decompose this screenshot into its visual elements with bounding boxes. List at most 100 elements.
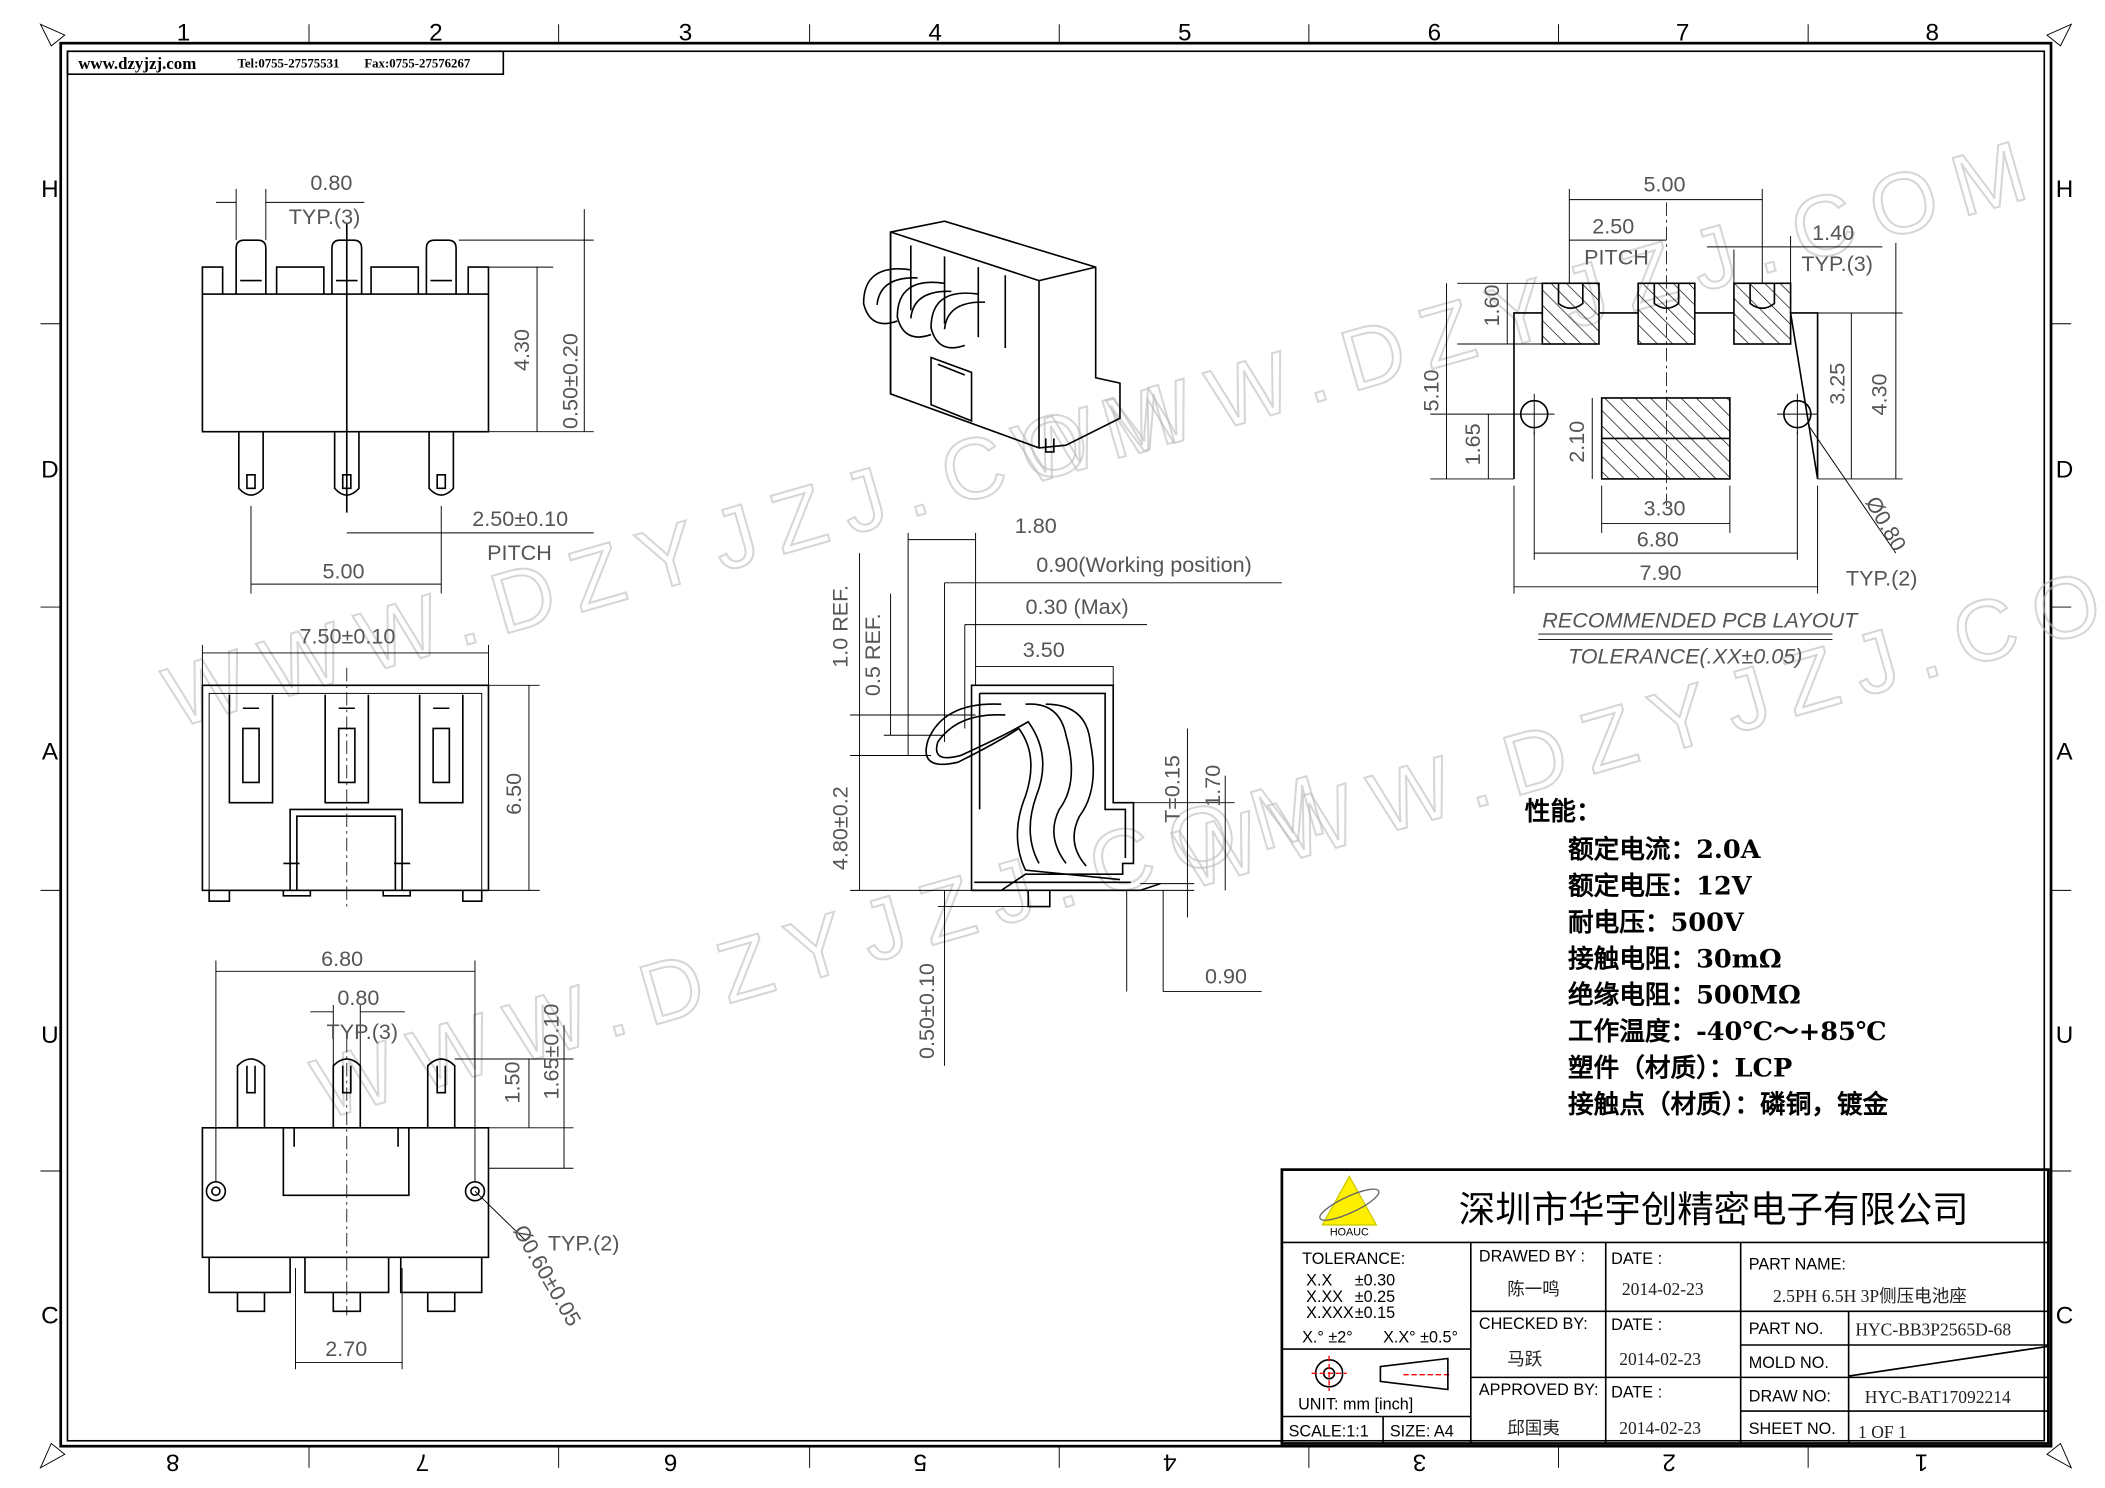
zone-col: 2 xyxy=(429,19,443,46)
drawed-by-label: DRAWED BY : xyxy=(1479,1247,1585,1265)
zone-row: H xyxy=(41,176,59,203)
spec-item: 塑件（材质）：LCP xyxy=(1568,1054,1792,1084)
zone-col-bottom: 8 xyxy=(166,1448,180,1475)
draw-no-label: DRAW NO: xyxy=(1749,1388,1831,1406)
tolerance-label: TOLERANCE: xyxy=(1302,1250,1405,1268)
dim-label: 2.70 xyxy=(325,1336,367,1361)
dim-label: 0.90 xyxy=(1205,963,1247,988)
bottom-view: 6.80 0.80 TYP.(3) 1.50 1.65±0.10 TYP.(2)… xyxy=(201,946,620,1370)
zone-row: C xyxy=(2056,1302,2074,1329)
part-name-value: 2.5PH 6.5H 3P侧压电池座 xyxy=(1773,1286,1967,1306)
checked-by-value: 马跃 xyxy=(1507,1349,1543,1369)
dim-label: PITCH xyxy=(487,540,552,565)
zone-col-bottom: 7 xyxy=(416,1448,430,1475)
tolerance-key: X.X xyxy=(1306,1272,1332,1290)
spec-item: 绝缘电阻：500MΩ xyxy=(1568,980,1801,1011)
dim-label: 6.80 xyxy=(321,946,363,971)
pcb-layout-view: 5.00 2.50 PITCH 1.40 TYP.(3) 1.60 5.10 1… xyxy=(1418,172,1917,669)
zone-col-bottom: 2 xyxy=(1662,1448,1676,1475)
specs-heading: 性能： xyxy=(1525,796,1602,827)
tolerance-value: ±0.15 xyxy=(1355,1304,1395,1322)
dim-label: 1.60 xyxy=(1479,284,1504,326)
dim-label: 2.50 xyxy=(1592,213,1634,238)
dim-label: PITCH xyxy=(1584,244,1649,269)
dim-label: 0.30 (Max) xyxy=(1026,594,1129,619)
zone-row: H xyxy=(2056,176,2074,203)
tolerance-value: ±0.30 xyxy=(1355,1272,1395,1290)
dim-label: 5.10 xyxy=(1418,369,1443,411)
date-value: 2014-02-23 xyxy=(1622,1279,1704,1299)
logo-text: HOAUC xyxy=(1330,1227,1369,1239)
dim-label: 1.80 xyxy=(1015,513,1057,538)
date-label: DATE : xyxy=(1611,1384,1662,1402)
zone-col-bottom: 6 xyxy=(664,1448,678,1475)
dim-label: 1.50 xyxy=(500,1062,525,1104)
zone-row: C xyxy=(41,1302,59,1329)
dim-label: 0.50±0.20 xyxy=(558,333,583,429)
zone-col: 4 xyxy=(928,19,942,46)
zone-labels: 1 2 3 4 5 6 7 8 1 2 3 4 5 6 7 8 H D A U … xyxy=(41,19,2073,1475)
dim-label: TYP.(2) xyxy=(548,1231,620,1256)
fax-text: Fax:0755-27576267 xyxy=(364,56,471,70)
dim-label: 6.80 xyxy=(1637,526,1679,551)
company-name: 深圳市华宇创精密电子有限公司 xyxy=(1459,1188,1969,1231)
dim-label: 1.0 REF. xyxy=(827,585,852,668)
dim-label: 1.65±0.10 xyxy=(539,1004,564,1100)
zone-col-bottom: 5 xyxy=(914,1448,928,1475)
angle-tolerance: X.X° ±0.5° xyxy=(1383,1328,1458,1346)
projection-symbol-icon xyxy=(1311,1355,1451,1391)
dim-label: 4.30 xyxy=(509,329,534,371)
dim-label: Ø0.80 xyxy=(1860,492,1911,555)
dim-label: 0.90(Working position) xyxy=(1036,552,1252,577)
zone-row: A xyxy=(42,739,59,766)
zone-col: 6 xyxy=(1428,19,1442,46)
company-logo: HOAUC xyxy=(1319,1174,1380,1239)
draw-no-value: HYC-BAT17092214 xyxy=(1865,1387,2011,1407)
side-view: 1.80 0.90(Working position) 0.30 (Max) 3… xyxy=(827,513,1282,1066)
zone-col: 5 xyxy=(1178,19,1192,46)
unit-label: UNIT: mm [inch] xyxy=(1298,1396,1413,1414)
spec-item: 额定电压：12V xyxy=(1568,870,1753,901)
title-block: HOAUC 深圳市华宇创精密电子有限公司 TOLERANCE: X.X ±0.3… xyxy=(1280,1168,2050,1445)
spec-item: 额定电流：2.0A xyxy=(1568,834,1762,865)
checked-by-label: CHECKED BY: xyxy=(1479,1315,1588,1333)
dim-label: 5.00 xyxy=(322,559,364,584)
dim-label: 7.50±0.10 xyxy=(300,623,396,648)
dim-label: 6.50 xyxy=(501,773,526,815)
dim-label: 2.50±0.10 xyxy=(472,506,568,531)
zone-col: 8 xyxy=(1926,19,1940,46)
dim-label: 4.80±0.2 xyxy=(827,786,852,870)
date-label: DATE : xyxy=(1611,1250,1662,1268)
spec-item: 接触电阻：30mΩ xyxy=(1568,944,1782,974)
mold-no-label: MOLD NO. xyxy=(1749,1354,1829,1372)
pcb-layout-title: RECOMMENDED PCB LAYOUT xyxy=(1542,607,1859,632)
dim-label: 0.50±0.10 xyxy=(914,963,939,1059)
tolerance-key: X.XX xyxy=(1306,1288,1343,1306)
isometric-view xyxy=(862,220,1121,453)
zone-col-bottom: 4 xyxy=(1163,1448,1177,1475)
spec-item: 接触点（材质）：磷铜，镀金 xyxy=(1568,1089,1889,1120)
date-value: 2014-02-23 xyxy=(1619,1418,1701,1438)
zone-col: 7 xyxy=(1676,19,1690,46)
spec-item: 工作温度：-40℃～+85℃ xyxy=(1568,1016,1887,1047)
date-label: DATE : xyxy=(1611,1316,1662,1334)
dim-label: 0.80 xyxy=(337,985,379,1010)
dim-label: TYP.(3) xyxy=(1801,251,1873,276)
part-no-value: HYC-BB3P2565D-68 xyxy=(1855,1320,2011,1340)
svg-text:WWW.DZYJZJ.COM: WWW.DZYJZJ.COM xyxy=(1004,118,2055,504)
zone-row: D xyxy=(41,457,59,484)
specifications: 性能： 额定电流：2.0A 额定电压：12V 耐电压：500V 接触电阻：30m… xyxy=(1525,796,1889,1120)
header-box: www.dzyjzj.com Tel:0755-27575531 Fax:075… xyxy=(66,50,505,76)
dim-label: 1.70 xyxy=(1200,765,1225,807)
size-label: SIZE: A4 xyxy=(1390,1423,1454,1441)
dim-label: 0.5 REF. xyxy=(860,613,885,696)
top-view: 7.50±0.10 6.50 xyxy=(201,623,540,907)
website-text: www.dzyjzj.com xyxy=(78,54,196,73)
dim-label: TYP.(3) xyxy=(289,204,361,229)
zone-col: 1 xyxy=(177,19,191,46)
part-no-label: PART NO. xyxy=(1749,1320,1824,1338)
tolerance-key: X.XXX xyxy=(1306,1304,1354,1322)
dim-label: TYP.(3) xyxy=(327,1019,399,1044)
dim-label: 2.10 xyxy=(1564,421,1589,463)
